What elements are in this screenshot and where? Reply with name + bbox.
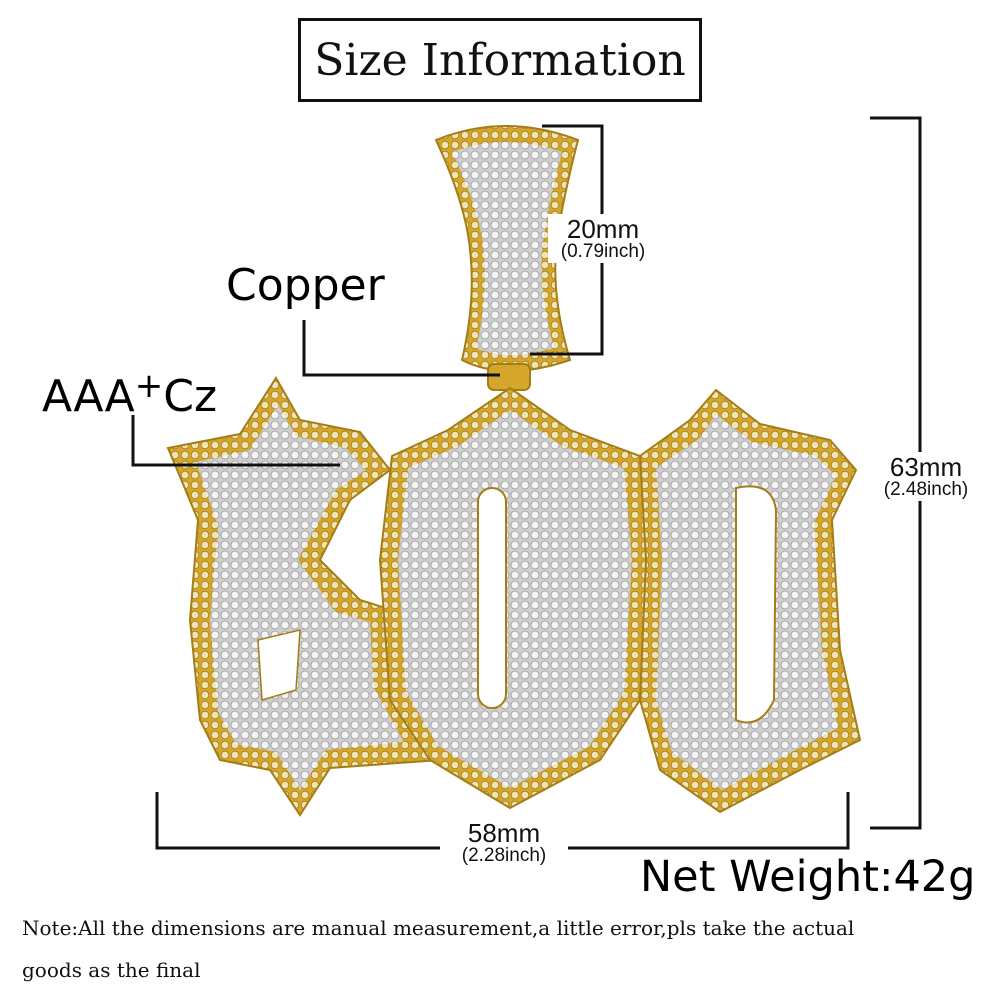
bail-height-inch: (0.79inch) — [560, 241, 646, 262]
bail-height-mm: 20mm — [566, 214, 640, 244]
total-height-mm: 63mm — [889, 452, 963, 482]
page-title: Size Information — [314, 34, 686, 86]
note-line-2: goods as the final — [22, 958, 201, 982]
net-weight: Net Weight:42g — [640, 852, 976, 902]
note-line-1: Note:All the dimensions are manual measu… — [22, 916, 855, 940]
width-mm: 58mm — [467, 818, 541, 848]
letter-o-middle-shape — [378, 386, 652, 810]
stone-label-suffix: Cz — [163, 371, 218, 422]
title-box: Size Information — [298, 18, 702, 102]
letter-g-shape — [166, 376, 442, 817]
bail-shape — [434, 125, 580, 391]
bail-height-label: 20mm (0.79inch) — [548, 214, 658, 263]
width-label: 58mm (2.28inch) — [440, 818, 568, 867]
letter-d-right-shape — [638, 388, 862, 814]
total-height-inch: (2.48inch) — [883, 479, 969, 500]
total-height-label: 63mm (2.48inch) — [868, 452, 984, 501]
stone-label: AAA+Cz — [42, 366, 217, 422]
stone-label-prefix: AAA — [42, 371, 135, 422]
material-label: Copper — [226, 260, 385, 311]
width-inch: (2.28inch) — [461, 845, 547, 866]
stone-label-plus: + — [134, 366, 164, 406]
